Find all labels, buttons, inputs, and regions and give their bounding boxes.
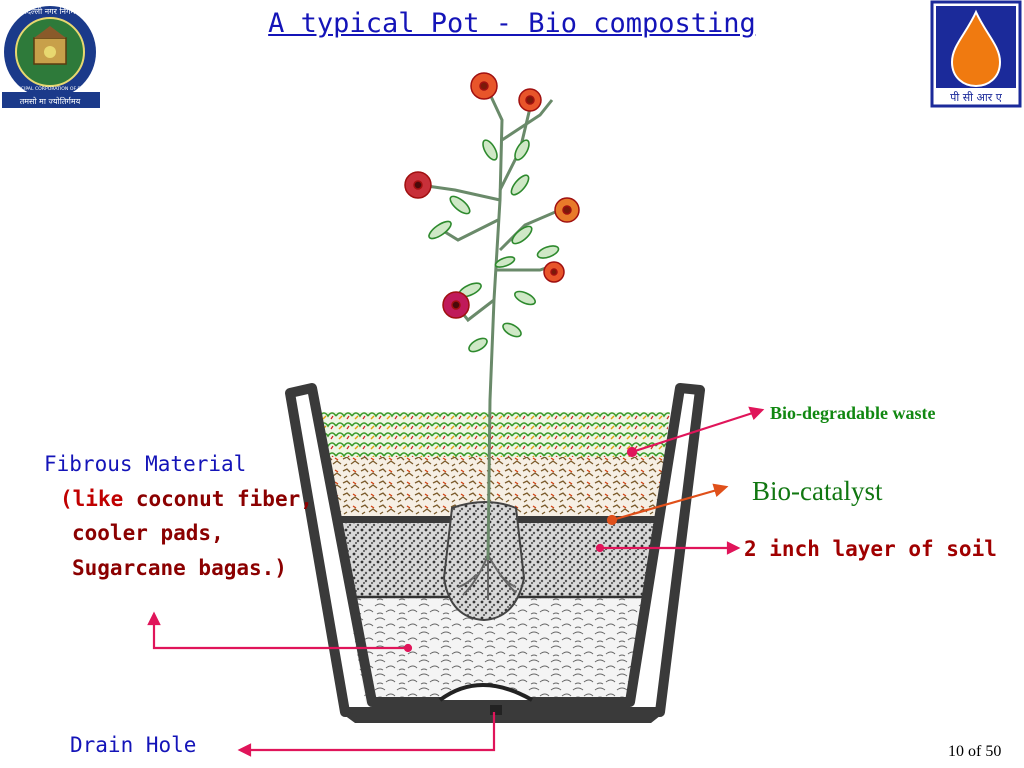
fibrous-like-word: like — [72, 487, 124, 511]
soil-layer-label: 2 inch layer of soil — [744, 537, 997, 561]
annotation-arrows — [147, 406, 765, 757]
slide-title: A typical Pot - Bio composting — [268, 8, 756, 39]
drain-hole-label: Drain Hole — [70, 733, 197, 757]
fibrous-examples-line-1-rest: coconut fiber, — [123, 487, 313, 511]
fibrous-examples-line-3: Sugarcane bagas.) — [72, 556, 287, 580]
fibrous-examples-line-1: (like coconut fiber, — [60, 487, 313, 511]
fibrous-examples-line-2: cooler pads, — [72, 521, 224, 545]
arrow-biodegradable — [626, 406, 765, 458]
mcd-logo-motto: तमसो मा ज्योतिर्गमय — [20, 96, 81, 106]
arrow-drain — [237, 712, 496, 757]
bio-catalyst-label: Bio-catalyst — [752, 476, 883, 506]
fibrous-open-paren: ( — [60, 487, 73, 511]
fibrous-material-label: Fibrous Material — [44, 452, 247, 476]
root-ball — [442, 501, 526, 622]
arrow-biocatalyst — [606, 483, 729, 526]
mcd-logo-ring-text: MUNICIPAL CORPORATION OF DELHI — [9, 86, 92, 92]
pot-outline — [285, 383, 705, 717]
pcra-logo: पी सी आर ए — [930, 0, 1022, 108]
plant — [419, 89, 561, 561]
mcd-logo-top-text: दिल्ली नगर निगम — [25, 6, 76, 16]
flowers — [404, 72, 580, 319]
leaves — [428, 139, 560, 353]
page-indicator: 10 of 50 — [948, 743, 1002, 760]
green-waste-layer — [312, 412, 672, 457]
arrow-soil — [595, 541, 741, 555]
mcd-logo: दिल्ली नगर निगम तमसो मा ज्योतिर्गमय MUNI… — [2, 6, 100, 108]
pcra-logo-caption: पी सी आर ए — [950, 91, 1003, 104]
drain-hole — [438, 683, 533, 702]
biodegradable-waste-label: Bio-degradable waste — [770, 403, 936, 423]
arrow-fibrous — [147, 611, 413, 653]
